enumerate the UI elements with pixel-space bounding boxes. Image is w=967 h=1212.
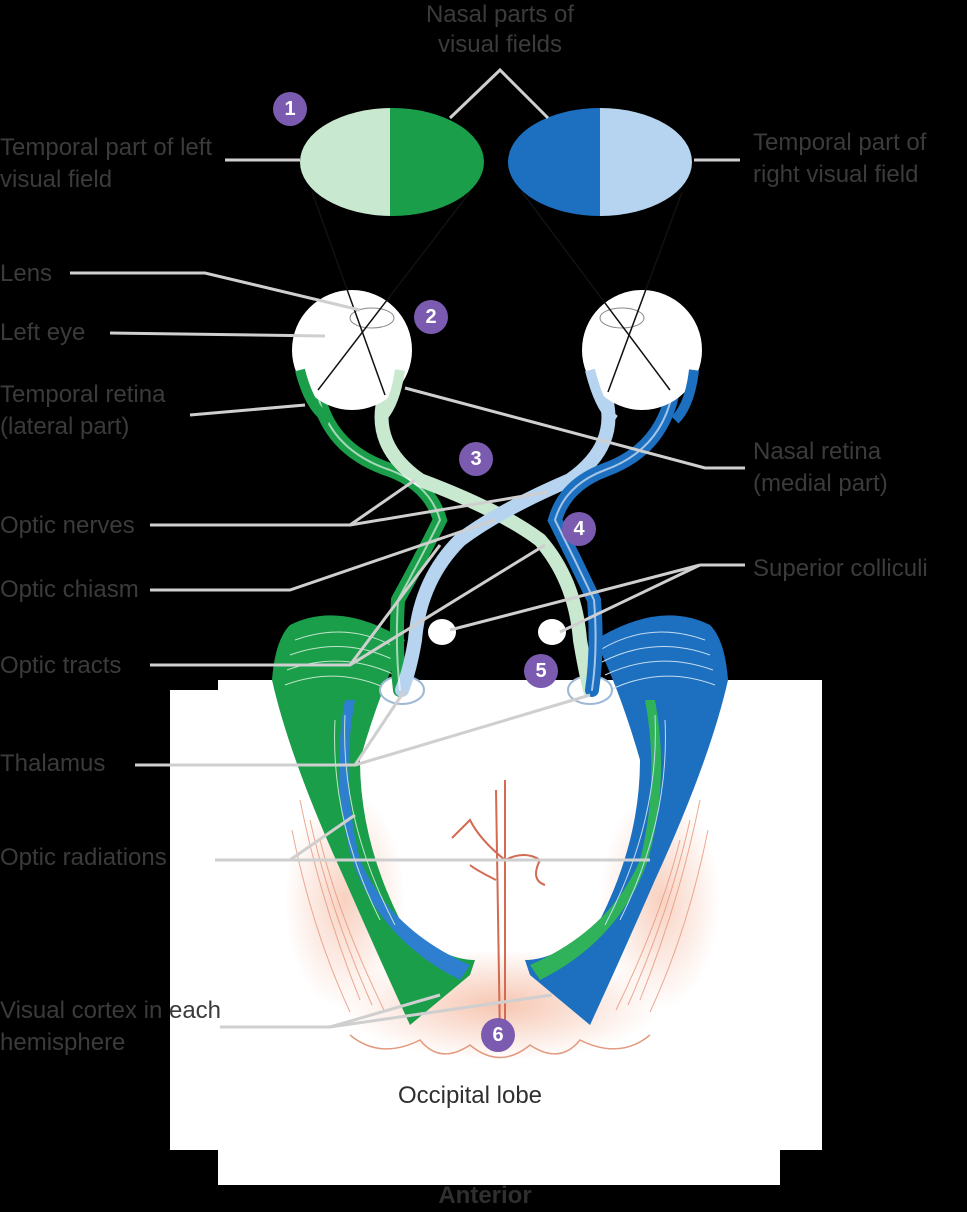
left-visual-field xyxy=(300,108,484,216)
right-visual-field xyxy=(508,108,692,216)
step-marker-2: 2 xyxy=(414,300,448,334)
label-occipital-lobe: Occipital lobe xyxy=(397,1082,543,1109)
right-optic-radiation xyxy=(525,615,728,1025)
label-temporal-left: Temporal part of left visual field xyxy=(0,134,213,193)
right-superior-colliculus xyxy=(538,619,566,645)
label-temporal-retina: Temporal retina (lateral part) xyxy=(0,381,166,440)
label-left-eye: Left eye xyxy=(0,319,86,346)
step-marker-5: 5 xyxy=(524,654,558,688)
label-nasal-fields: Nasal parts of visual fields xyxy=(425,1,575,58)
label-lens: Lens xyxy=(0,260,53,287)
label-anterior: Anterior xyxy=(438,1182,532,1209)
step-marker-1: 1 xyxy=(273,92,307,126)
left-eye-shape xyxy=(292,290,412,425)
projection-lines xyxy=(311,191,683,396)
left-optic-radiation xyxy=(272,615,475,1025)
step-marker-6: 6 xyxy=(481,1018,515,1052)
leader-lines xyxy=(70,67,745,1029)
label-superior-colliculi: Superior colliculi xyxy=(753,555,928,582)
label-optic-radiations: Optic radiations xyxy=(0,844,167,871)
label-temporal-right: Temporal part of right visual field xyxy=(753,129,927,188)
label-optic-chiasm: Optic chiasm xyxy=(0,576,139,603)
blood-vessels xyxy=(451,780,546,1041)
label-optic-tracts: Optic tracts xyxy=(0,652,122,679)
step-marker-3: 3 xyxy=(459,442,493,476)
right-eye-shape xyxy=(582,290,702,425)
label-thalamus: Thalamus xyxy=(0,750,106,777)
step-marker-4: 4 xyxy=(562,512,596,546)
left-superior-colliculus xyxy=(428,619,456,645)
label-visual-cortex: Visual cortex in each hemisphere xyxy=(0,997,222,1056)
label-optic-nerves: Optic nerves xyxy=(0,512,135,539)
label-nasal-retina: Nasal retina (medial part) xyxy=(753,438,888,497)
